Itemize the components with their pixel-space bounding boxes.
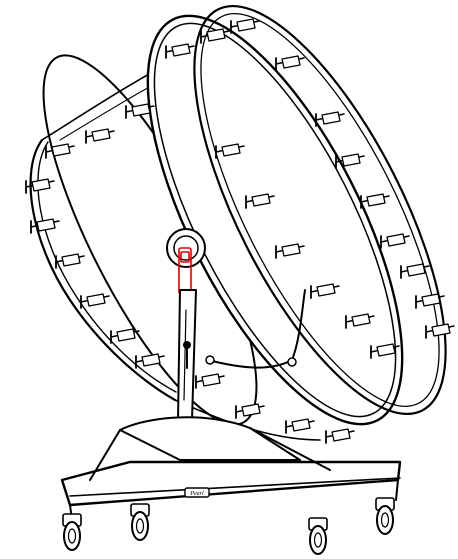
- lug: [325, 428, 355, 444]
- lug: [215, 143, 245, 159]
- lug: [110, 328, 140, 344]
- lug: [275, 243, 305, 259]
- lug: [235, 403, 265, 419]
- lug: [80, 293, 110, 309]
- lug: [135, 353, 165, 369]
- lug: [200, 28, 230, 44]
- stand-post: [177, 289, 197, 421]
- lug: [230, 18, 260, 34]
- caster-wheel: [62, 513, 82, 551]
- caster-wheel: [308, 517, 328, 555]
- lug: [360, 193, 390, 209]
- caster-wheels: [62, 497, 395, 555]
- lug: [195, 373, 225, 389]
- lug: [245, 193, 275, 209]
- support-arms: [205, 289, 306, 369]
- brand-badge: [184, 487, 210, 498]
- lug: [125, 103, 155, 119]
- lug: [165, 43, 195, 59]
- lug: [415, 293, 445, 309]
- lug: [315, 111, 345, 127]
- caster-wheel: [375, 497, 395, 535]
- lug: [285, 418, 315, 434]
- lug: [45, 143, 75, 159]
- lug: [370, 343, 400, 359]
- lug: [425, 323, 455, 339]
- lug: [345, 313, 375, 329]
- drum-rear-rim: [29, 138, 177, 402]
- cart-frame: Pearl: [60, 416, 402, 521]
- drum-front-head: [146, 4, 447, 426]
- lug: [55, 253, 85, 269]
- lug: [400, 263, 430, 279]
- caster-wheel: [130, 503, 150, 541]
- brand-badge-text: Pearl: [189, 491, 204, 497]
- lug: [30, 218, 60, 234]
- swivel-mount: [166, 228, 206, 295]
- lug: [275, 55, 305, 71]
- lug: [310, 283, 340, 299]
- lug: [25, 178, 55, 194]
- lug: [85, 128, 115, 144]
- tension-lugs: [25, 18, 455, 444]
- lug: [335, 153, 365, 169]
- lug: [380, 233, 410, 249]
